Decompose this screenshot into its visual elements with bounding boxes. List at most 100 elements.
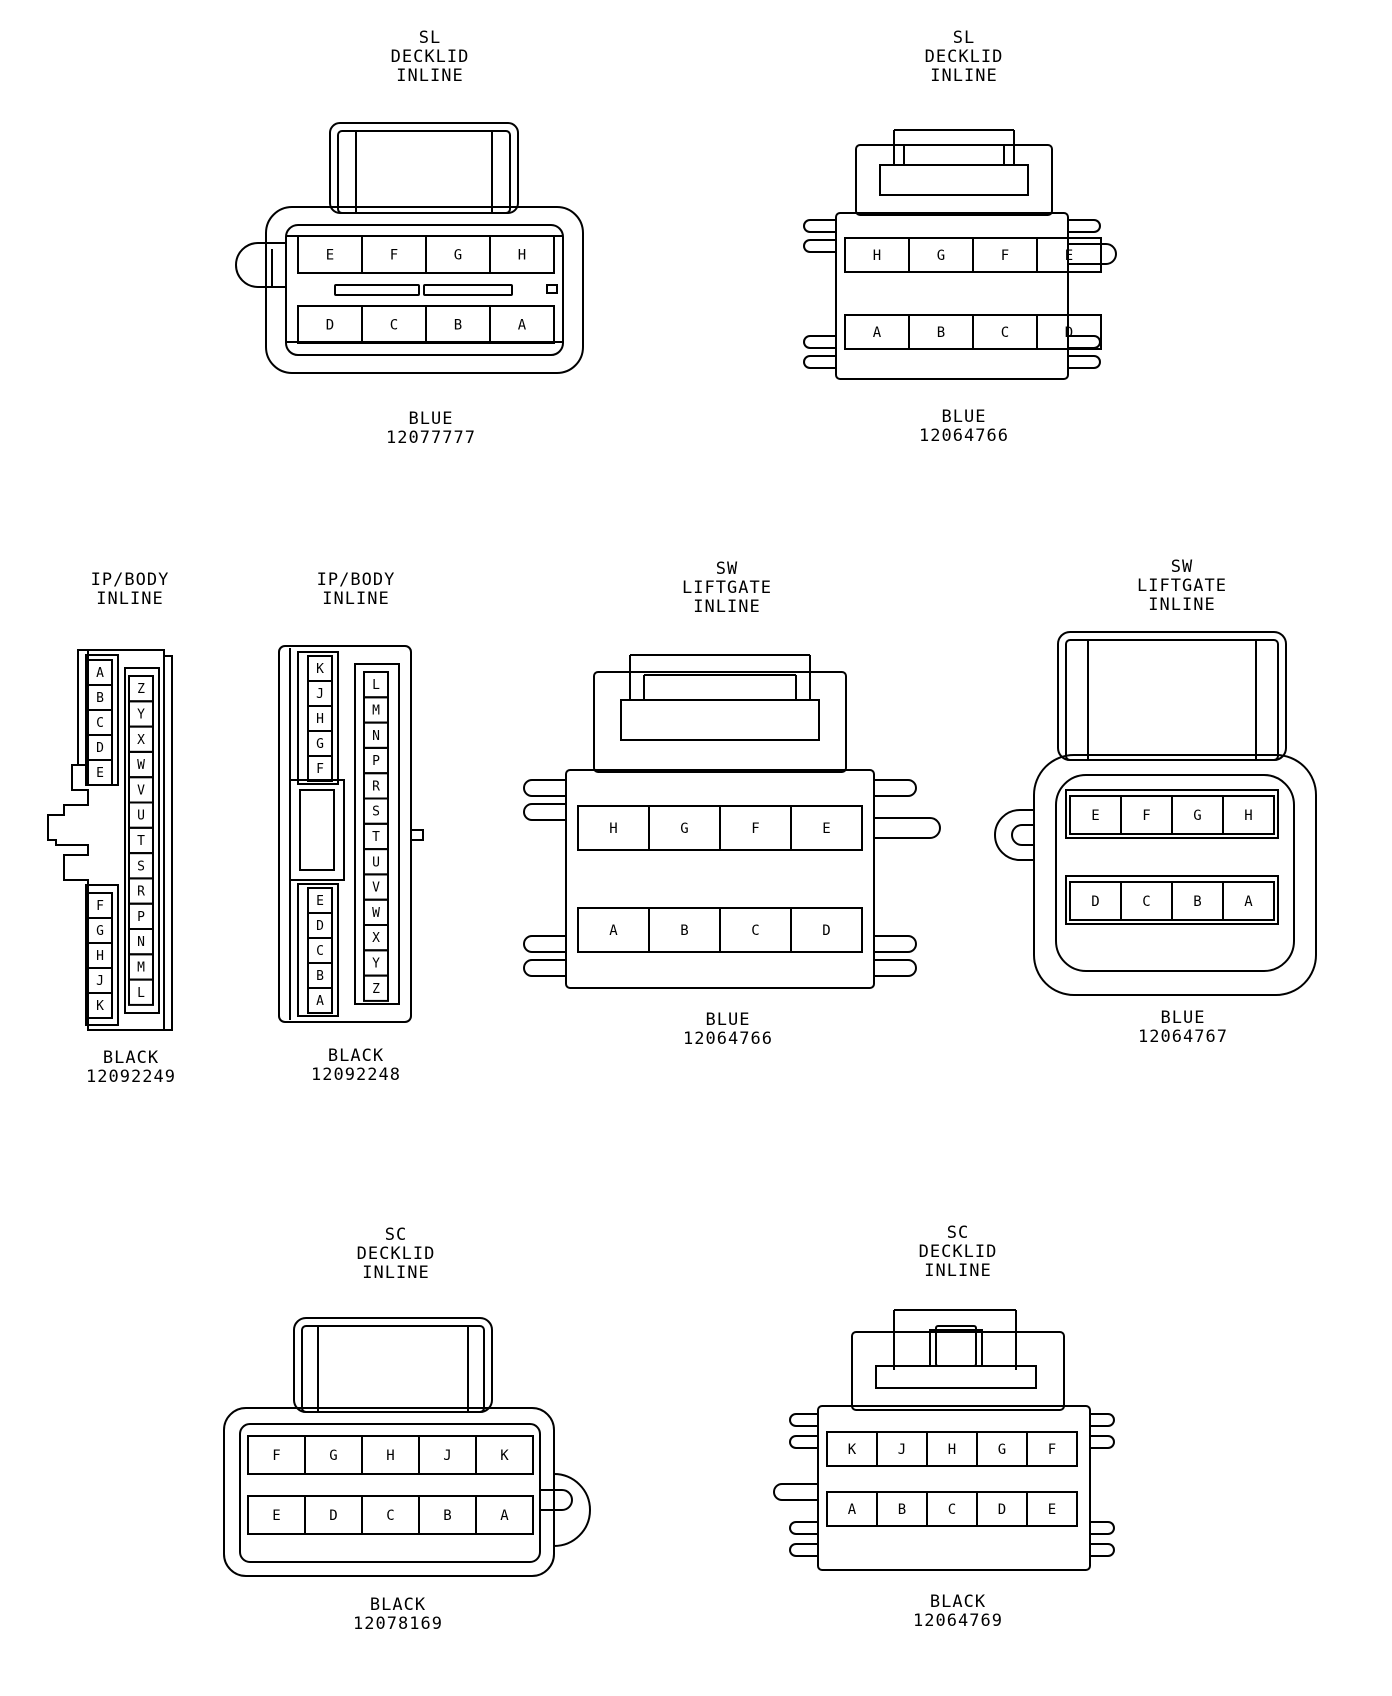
sw-liftgate-b-pin-B: B [1171,881,1224,921]
sw-liftgate-b-pin-H: H [1222,795,1275,835]
shell-outline [565,769,875,989]
pin-label: Z [137,682,145,697]
shell-outline [423,284,513,296]
pin-label: D [316,919,324,934]
ip-body-a-pin-B: B [87,684,113,711]
sc-decklid-b-pin-D: D [976,1491,1028,1527]
ip-body-b-pin-J: J [307,680,333,707]
pin-cavity [1026,1431,1078,1467]
pin-label: R [137,885,145,900]
sc-decklid-b-pin-C: C [926,1491,978,1527]
ip-body-a-pin-M: M [128,953,154,981]
sw-liftgate-a-pin-F: F [719,805,792,851]
sw-liftgate-b-pin-A: A [1222,881,1275,921]
pin-cavity [307,987,333,1014]
ip-body-a-pin-T: T [128,826,154,855]
pin-label: A [96,666,104,681]
pin-label: F [96,899,104,914]
pin-label: J [316,687,324,702]
sw-liftgate-a-pin-H: H [577,805,650,851]
pin-label: Y [372,956,380,971]
ip-body-b-pin-W: W [363,898,389,927]
sc-decklid-a-pin-K: K [475,1435,534,1475]
pin-cavity [87,759,113,786]
shell-outline [620,699,820,741]
pin-label: P [137,910,145,925]
pin-label: T [137,834,145,849]
pin-label: X [137,733,145,748]
pin-label: B [316,969,324,984]
sl-decklid-a-pin-E: E [297,235,363,274]
pin-label: E [1091,808,1099,824]
sl-decklid-b-pin-A: A [844,314,910,350]
shell-outline [1057,631,1287,761]
pin-cavity [128,978,154,1006]
sc-decklid-a-pin-B: B [418,1495,477,1535]
ip-body-a-pin-J: J [87,967,113,994]
pin-label: K [96,999,104,1014]
ip-body-b-pin-R: R [363,772,389,800]
sl-decklid-b-pin-G: G [908,237,974,273]
shell-detail [523,779,566,821]
pin-label: A [848,1502,857,1518]
shell-detail [47,649,173,1031]
pin-label: B [937,325,945,341]
sl-decklid-a-pin-F: F [361,235,427,274]
sc-decklid-b-pin-F: F [1026,1431,1078,1467]
pin-label: E [1065,248,1073,264]
pin-label: D [96,741,104,756]
pin-label: H [316,712,324,727]
pin-label: E [822,821,830,837]
shell-outline [851,1331,1065,1411]
pin-label: B [454,318,462,334]
ip-body-b-pin-L: L [363,671,389,699]
shell-detail [355,131,493,213]
pin-label: D [1091,894,1099,910]
pin-label: U [137,809,145,824]
pin-label: N [137,935,145,950]
shell-outline [546,284,558,294]
pin-label: D [998,1502,1006,1518]
latch-window [289,779,345,881]
ip-body-a-pin-W: W [128,750,154,779]
pin-label: E [96,766,104,781]
ip-body-b-pin-K: K [307,655,333,682]
pin-label: A [316,994,324,1009]
ip-body-a-pin-K: K [87,992,113,1019]
ip-body-b-pin-U: U [363,848,389,876]
pin-label: D [1065,325,1073,341]
ip-body-a-pin-A: A [87,659,113,686]
sl-decklid-b-pin-E: E [1036,237,1102,273]
pin-label: H [948,1442,956,1458]
pin-label: F [1142,808,1150,824]
pin-label: G [1193,808,1201,824]
pin-label: B [898,1502,906,1518]
sl-decklid-b-pin-F: F [972,237,1038,273]
ip-body-a-pin-D: D [87,734,113,761]
sw-liftgate-b-pin-E: E [1069,795,1122,835]
ip-body-a-pin-S: S [128,852,154,880]
pin-label: E [316,894,324,909]
pin-label: C [390,318,398,334]
shell-detail [874,935,917,977]
shell-outline [879,164,1029,196]
pin-label: F [316,762,324,777]
sc-decklid-a-pin-H: H [361,1435,420,1475]
shell-outline [223,1407,555,1577]
sl-decklid-a-pin-C: C [361,305,427,344]
side-tab [410,829,424,841]
pin-cavity [363,974,389,1002]
shell-detail [994,809,1034,861]
sl-decklid-a-pin-B: B [425,305,491,344]
sw-liftgate-a-pin-E: E [790,805,863,851]
pin-label: A [500,1508,509,1524]
pin-cavity [489,235,555,274]
